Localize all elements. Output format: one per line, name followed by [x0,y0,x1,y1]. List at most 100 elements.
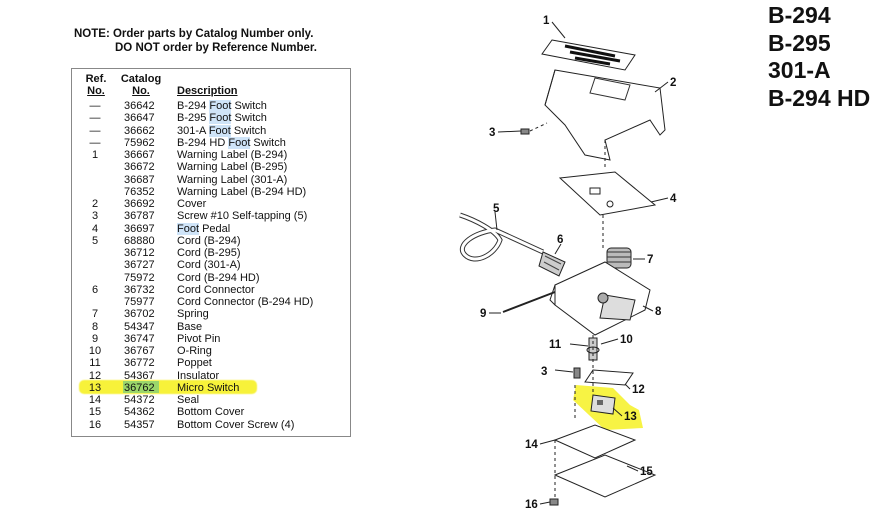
description-text: Base [177,320,203,333]
part-description: Warning Label (301-A) [177,174,287,186]
description-text: Cord (B-294) [177,234,241,247]
description-text: B-294 HD [177,136,229,149]
cord-part [459,212,545,262]
callout-14: 14 [525,439,538,451]
description-text: Screw #10 Self-tapping (5) [177,210,308,223]
part-description: Cover [177,198,206,210]
table-row: 15 54362 Bottom Cover [72,406,350,418]
description-text: Switch [231,112,267,125]
ref-number: — [89,124,101,137]
catalog-number: 36787 [124,210,155,223]
description-text: Spring [177,308,209,321]
catalog-number: 54362 [124,406,155,419]
micro-switch-part [590,394,616,415]
description-text: Cord (301-A) [177,259,241,272]
header-description-text: Description [177,85,238,97]
part-description: Cord Connector [177,284,255,296]
ref-number: 7 [91,308,99,321]
ref-number: — [89,100,101,112]
part-description: Bottom Cover [177,406,244,418]
description-text: Warning Label (301-A) [177,173,288,186]
part-description: Warning Label (B-295) [177,161,287,173]
catalog-number: 36697 [124,222,155,235]
model-list: B-294 B-295 301-A B-294 HD [768,2,870,112]
callout-10: 10 [620,334,633,346]
description-text: 301-A [177,124,209,137]
part-description: Poppet [177,357,212,369]
header-catalog-bottom: No. [132,85,150,97]
catalog-number: 36687 [124,173,155,186]
header-catalog-top: Catalog [120,73,162,85]
part-description: Foot Pedal [177,222,231,235]
callout-4: 4 [670,193,677,205]
description-text: Bottom Cover Screw (4) [177,418,295,431]
description-text: Switch [230,124,267,137]
part-description: Warning Label (B-294) [177,149,287,161]
ref-number: 16 [88,418,102,431]
highlighted-word: Foot [177,222,200,235]
callout-8: 8 [655,306,662,318]
catalog-number: 54357 [124,418,155,431]
part-description: B-294 HD Foot Switch [177,136,286,149]
catalog-number: 75977 [124,296,155,308]
base-part [549,261,651,336]
catalog-number: 75972 [124,271,155,284]
catalog-number: 36712 [124,247,155,259]
cord-connector-part [538,251,566,277]
insulator-part [584,369,634,386]
ref-number: 15 [88,406,102,419]
leader-lines [489,21,669,505]
alignment-lines [529,122,606,500]
part-description: Spring [177,308,209,320]
part-description: Bottom Cover Screw (4) [177,419,294,431]
part-description: Cord (301-A) [177,259,241,271]
part-description: Base [177,321,202,333]
catalog-number: 36762 [124,381,155,394]
highlighted-word: Foot [209,112,232,125]
description-text: Warning Label (B-295) [177,161,288,174]
bottom-cover-screw-part [549,498,559,506]
part-description: Screw #10 Self-tapping (5) [177,210,307,222]
header-catalog: Catalog No. [116,73,166,97]
part-description: Cord (B-294 HD) [177,272,260,284]
catalog-number: 36767 [124,345,155,357]
ref-number: 13 [88,381,102,394]
ref-number: — [89,136,101,149]
model-name: 301-A [768,57,831,83]
description-text: Seal [177,394,200,406]
catalog-number: 36702 [124,308,155,321]
description-text: Pedal [199,222,231,235]
catalog-number: 36772 [124,357,155,370]
header-ref-bottom: No. [87,85,105,97]
callout-5: 5 [493,203,500,215]
part-description: Warning Label (B-294 HD) [177,186,306,198]
ref-number: 2 [91,198,99,210]
model-name: B-294 [768,2,831,28]
highlighted-word: Foot [228,136,251,149]
ref-number: 4 [91,222,99,235]
description-text: O-Ring [177,345,212,357]
callout-11: 11 [549,339,562,351]
model-name: B-295 [768,29,831,56]
ref-number: 14 [88,394,102,406]
description-text: Pivot Pin [177,332,221,345]
part-description: 301-A Foot Switch [177,124,267,137]
callout-16: 16 [525,499,538,511]
ref-number: 1 [91,149,99,161]
ref-number: 12 [88,369,102,382]
part-description: Cord (B-294) [177,235,241,247]
part-description: B-295 Foot Switch [177,112,267,125]
spring-part [606,247,632,269]
catalog-number: 36747 [124,332,155,345]
